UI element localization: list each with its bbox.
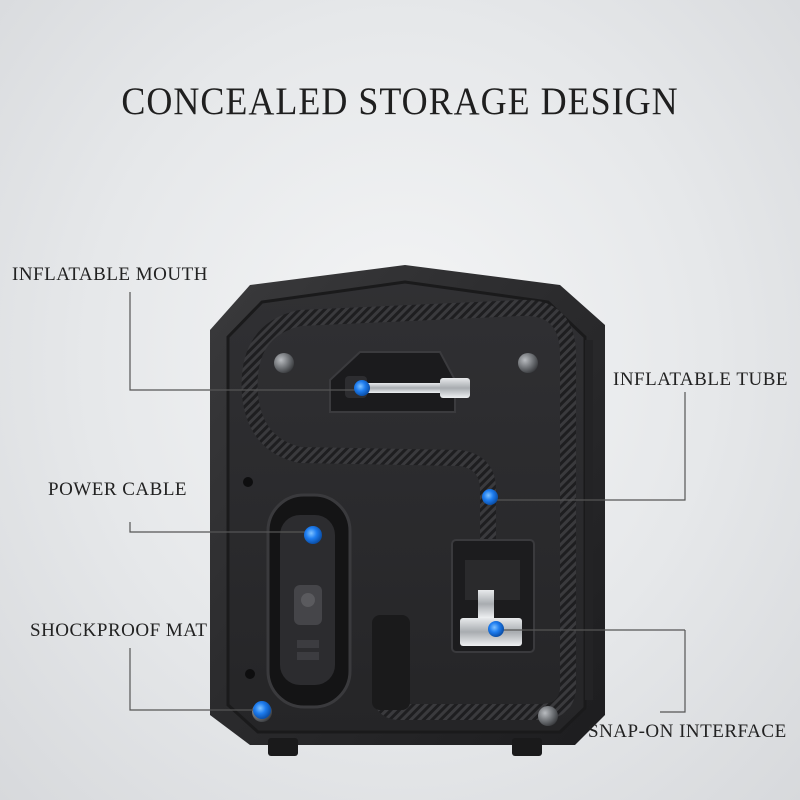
marker-snap-on-interface [488, 621, 504, 637]
label-power-cable: POWER CABLE [48, 479, 188, 500]
marker-inflatable-mouth [354, 380, 370, 396]
power-cable-compartment [266, 493, 352, 709]
center-notch [372, 615, 410, 710]
marker-shockproof-mat [253, 701, 271, 719]
label-inflatable-tube: INFLATABLE TUBE [613, 369, 789, 390]
label-snap-on-interface: SNAP-ON INTERFACE [588, 721, 787, 742]
label-inflatable-mouth: INFLATABLE MOUTH [12, 264, 208, 285]
leader-lines [129, 292, 686, 713]
inflatable-tube-hose [241, 299, 577, 720]
marker-power-cable [304, 526, 322, 544]
marker-inflatable-tube [482, 489, 498, 505]
page-title: CONCEALED STORAGE DESIGN [121, 79, 679, 123]
inflatable-mouth-slot [329, 351, 470, 413]
label-shockproof-mat: SHOCKPROOF MAT [30, 620, 208, 641]
markers [253, 380, 504, 719]
